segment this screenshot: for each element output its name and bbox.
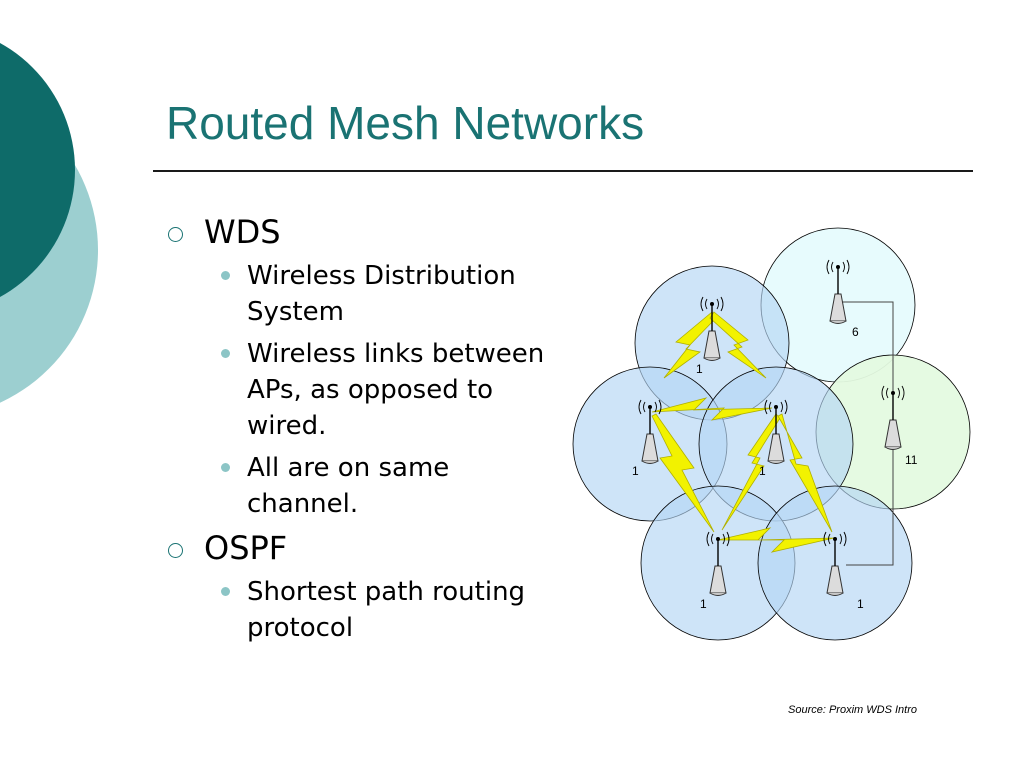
channel-label: 1 [632, 464, 639, 478]
channel-label: 6 [852, 325, 859, 339]
channel-label: 1 [759, 464, 766, 478]
coverage-cells [572, 227, 971, 641]
dot-bullet-icon [221, 271, 230, 280]
dark-teal-circle [0, 43, 75, 297]
sub-bullet: All are on same channel. [160, 450, 560, 522]
bullet-list: WDS Wireless Distribution System Wireles… [160, 212, 560, 652]
channel-label: 1 [700, 597, 707, 611]
hollow-circle-bullet-icon [168, 543, 183, 558]
sub-bullet: Wireless links between APs, as opposed t… [160, 336, 560, 444]
channel-label: 1 [696, 362, 703, 376]
bullet-wds: WDS [160, 212, 560, 252]
sub-bullet: Shortest path routing protocol [160, 574, 560, 646]
sub-bullet-text: Shortest path routing protocol [247, 577, 526, 643]
bullet-text: WDS [204, 213, 281, 251]
wireless-link-bolt-icon [651, 397, 773, 421]
channel-label: 11 [905, 453, 918, 467]
hollow-circle-bullet-icon [168, 227, 183, 242]
wireless-link-bolt-icon [651, 413, 715, 533]
wireless-link-bolt-icon [663, 311, 717, 379]
slide-title: Routed Mesh Networks [166, 97, 645, 149]
sub-bullet-text: All are on same channel. [247, 453, 450, 519]
dot-bullet-icon [221, 587, 230, 596]
sub-bullet-text: Wireless Distribution System [247, 261, 516, 327]
mesh-network-diagram: 1 6 1 1 11 1 1 [572, 227, 971, 641]
bullet-ospf: OSPF [160, 528, 560, 568]
channel-label: 1 [857, 597, 864, 611]
sub-bullet-text: Wireless links between APs, as opposed t… [247, 339, 545, 441]
decorative-circles [0, 43, 98, 403]
title-divider [153, 170, 973, 172]
wireless-link-bolt-icon [709, 311, 767, 379]
wireless-link-bolt-icon [777, 413, 833, 533]
wireless-links [651, 311, 835, 553]
sub-bullet: Wireless Distribution System [160, 258, 560, 330]
dot-bullet-icon [221, 349, 230, 358]
source-caption: Source: Proxim WDS Intro [788, 704, 917, 716]
bullet-text: OSPF [204, 529, 288, 567]
dot-bullet-icon [221, 463, 230, 472]
